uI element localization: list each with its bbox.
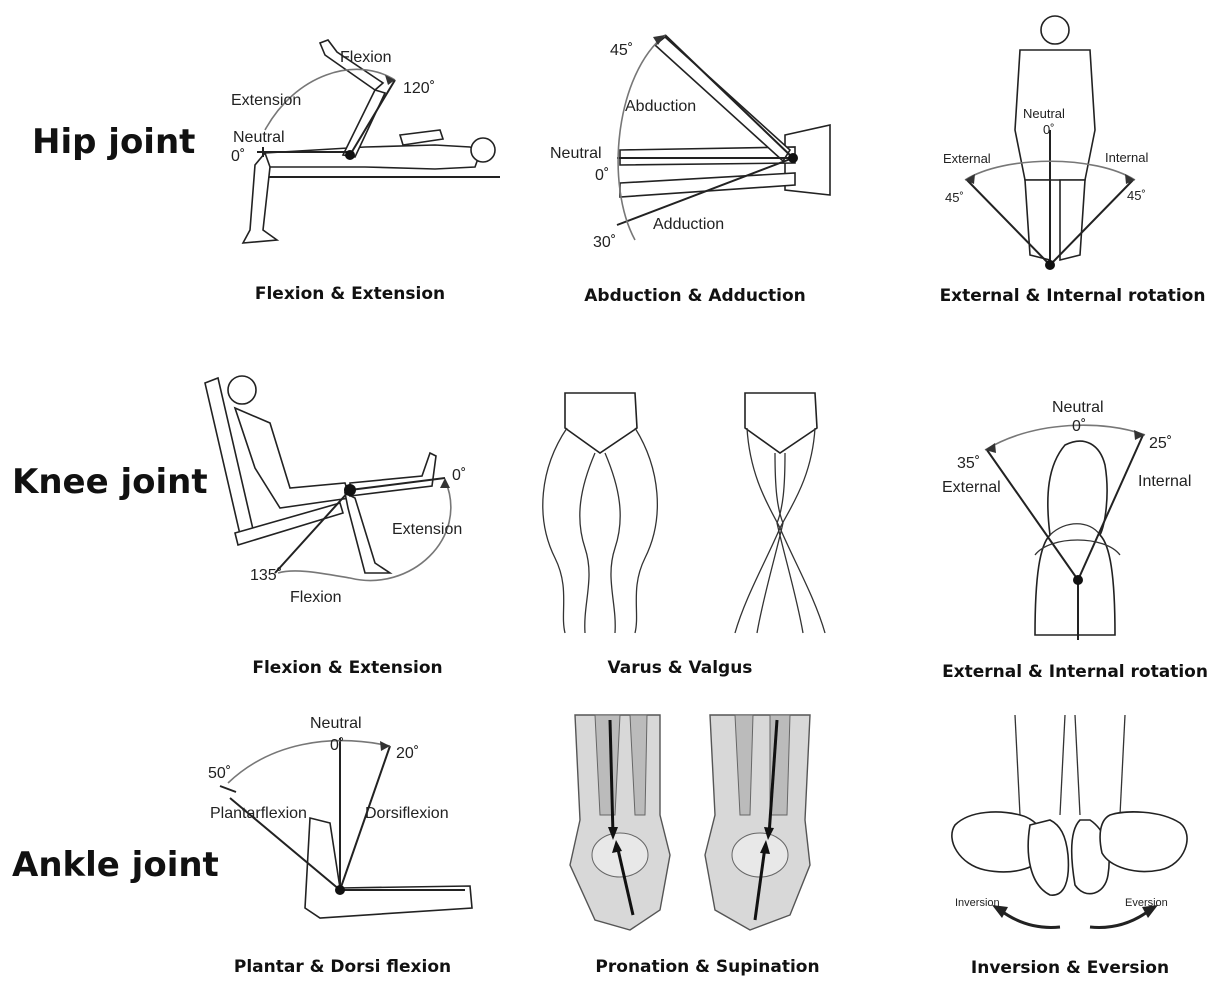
hip-abduction-diagram: 45˚ Abduction Neutral 0˚ Adduction 30˚ [545,25,835,265]
knee-rotation-label-35: 35˚ [957,455,980,472]
knee-rotation-caption: External & Internal rotation [935,662,1215,682]
row-label-ankle: Ankle joint [12,845,219,885]
hip-flexion-figure: Flexion 120˚ Extension Neutral 0˚ [225,35,505,250]
knee-varus-diagram [525,388,855,638]
hip-flexion-label-0: 0˚ [231,148,245,165]
hip-rotation-figure: Neutral 0˚ External Internal 45˚ 45˚ [935,10,1180,275]
knee-flexion-label-extension: Extension [392,521,462,538]
hip-flexion-label-extension: Extension [231,92,301,109]
hip-rotation-label-45-right: 45˚ [1127,188,1146,203]
ankle-flexion-label-plantarflexion: Plantarflexion [210,805,307,822]
hip-flexion-label-neutral: Neutral [233,129,285,146]
knee-flexion-caption: Flexion & Extension [230,658,465,678]
knee-flexion-label-0: 0˚ [452,467,466,484]
row-label-hip: Hip joint [32,122,195,162]
hip-flexion-caption: Flexion & Extension [230,284,470,304]
hip-rotation-label-45-left: 45˚ [945,190,964,205]
hip-abduction-label-abduction: Abduction [625,98,696,115]
knee-rotation-label-0: 0˚ [1072,418,1086,435]
ankle-flexion-label-neutral: Neutral [310,715,362,732]
hip-flexion-label-120: 120˚ [403,80,435,97]
ankle-flexion-caption: Plantar & Dorsi flexion [225,957,460,977]
knee-rotation-figure: Neutral 0˚ 35˚ 25˚ External Internal [940,395,1210,645]
knee-varus-figure [525,388,855,638]
ankle-flexion-label-dorsiflexion: Dorsiflexion [365,805,449,822]
hip-abduction-figure: 45˚ Abduction Neutral 0˚ Adduction 30˚ [545,25,835,265]
ankle-flexion-label-20: 20˚ [396,745,419,762]
knee-rotation-label-internal: Internal [1138,473,1191,490]
ankle-inversion-figure: Inversion Eversion [940,715,1210,945]
knee-flexion-figure: 0˚ Extension 135˚ Flexion [200,368,490,613]
hip-rotation-caption: External & Internal rotation [935,286,1210,306]
hip-flexion-label-flexion: Flexion [340,49,392,66]
knee-varus-caption: Varus & Valgus [580,658,780,678]
ankle-inversion-label-inversion: Inversion [955,897,1000,909]
ankle-inversion-diagram: Inversion Eversion [940,715,1210,945]
hip-abduction-label-adduction: Adduction [653,216,724,233]
ankle-flexion-label-0: 0˚ [330,737,344,754]
ankle-flexion-diagram: Neutral 0˚ 20˚ 50˚ Plantarflexion Dorsif… [200,708,480,928]
hip-rotation-label-external: External [943,151,991,166]
ankle-pronation-diagram [565,715,815,940]
ankle-inversion-caption: Inversion & Eversion [950,958,1190,978]
knee-rotation-label-25: 25˚ [1149,435,1172,452]
ankle-pronation-caption: Pronation & Supination [580,957,835,977]
hip-rotation-label-0: 0˚ [1043,122,1055,137]
hip-rotation-label-neutral: Neutral [1023,106,1065,121]
hip-flexion-diagram: Flexion 120˚ Extension Neutral 0˚ [225,35,505,250]
knee-flexion-diagram: 0˚ Extension 135˚ Flexion [200,368,490,613]
knee-flexion-label-135: 135˚ [250,567,282,584]
row-label-knee: Knee joint [12,462,208,502]
ankle-inversion-label-eversion: Eversion [1125,897,1168,909]
hip-rotation-diagram: Neutral 0˚ External Internal 45˚ 45˚ [935,10,1180,275]
knee-rotation-diagram: Neutral 0˚ 35˚ 25˚ External Internal [940,395,1210,645]
hip-abduction-caption: Abduction & Adduction [565,286,825,306]
hip-abduction-label-30: 30˚ [593,234,616,251]
ankle-pronation-figure [565,715,815,940]
knee-rotation-label-external: External [942,479,1001,496]
knee-flexion-label-flexion: Flexion [290,589,342,606]
hip-abduction-label-45: 45˚ [610,42,633,59]
ankle-flexion-label-50: 50˚ [208,765,231,782]
hip-abduction-label-0: 0˚ [595,167,609,184]
hip-abduction-label-neutral: Neutral [550,145,602,162]
knee-rotation-label-neutral: Neutral [1052,399,1104,416]
hip-rotation-label-internal: Internal [1105,150,1148,165]
ankle-flexion-figure: Neutral 0˚ 20˚ 50˚ Plantarflexion Dorsif… [200,708,480,928]
